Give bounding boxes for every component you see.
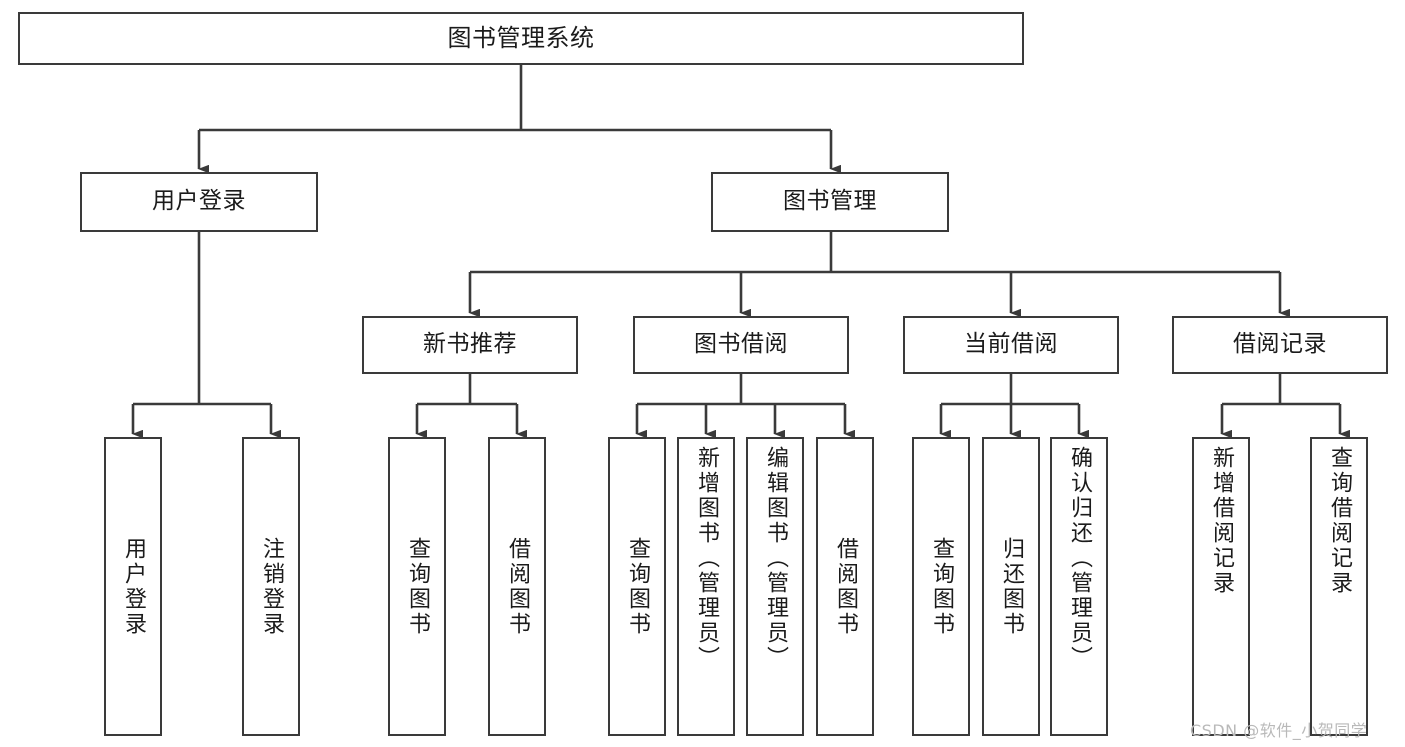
node-borrow-record[interactable]: 借阅记录 [1172, 316, 1388, 374]
node-leaf-query-book-3-label: 查询图书 [929, 536, 954, 637]
node-borrow-record-label: 借阅记录 [1233, 331, 1327, 358]
node-root[interactable]: 图书管理系统 [18, 12, 1024, 65]
node-leaf-query-record[interactable]: 查询借阅记录 [1310, 437, 1368, 736]
node-leaf-query-book-1[interactable]: 查询图书 [388, 437, 446, 736]
csdn-watermark: CSDN @软件_小贺同学 [1190, 721, 1368, 740]
node-current-borrow[interactable]: 当前借阅 [903, 316, 1119, 374]
node-leaf-borrow-book-1[interactable]: 借阅图书 [488, 437, 546, 736]
node-root-label: 图书管理系统 [447, 24, 595, 53]
node-new-book-recommend-label: 新书推荐 [423, 331, 517, 358]
node-user-login-label: 用户登录 [152, 188, 246, 215]
node-leaf-borrow-book-1-label: 借阅图书 [505, 536, 530, 637]
node-leaf-logout-label: 注销登录 [259, 536, 284, 637]
node-leaf-query-book-2-label: 查询图书 [625, 536, 650, 637]
node-leaf-edit-book[interactable]: 编辑图书（管理员） [746, 437, 804, 736]
node-leaf-confirm-return-label: 确认归还（管理员） [1067, 446, 1092, 671]
node-leaf-add-book-label: 新增图书（管理员） [694, 446, 719, 671]
node-leaf-user-login-label: 用户登录 [121, 536, 146, 637]
node-user-login[interactable]: 用户登录 [80, 172, 318, 232]
node-leaf-query-book-2[interactable]: 查询图书 [608, 437, 666, 736]
node-book-manage-label: 图书管理 [783, 188, 877, 215]
node-leaf-add-book[interactable]: 新增图书（管理员） [677, 437, 735, 736]
node-leaf-edit-book-label: 编辑图书（管理员） [763, 446, 788, 671]
node-leaf-add-record-label: 新增借阅记录 [1209, 446, 1234, 596]
node-book-borrow[interactable]: 图书借阅 [633, 316, 849, 374]
node-book-borrow-label: 图书借阅 [694, 331, 788, 358]
node-leaf-query-record-label: 查询借阅记录 [1327, 446, 1352, 596]
node-leaf-logout[interactable]: 注销登录 [242, 437, 300, 736]
node-leaf-confirm-return[interactable]: 确认归还（管理员） [1050, 437, 1108, 736]
node-leaf-return-book-label: 归还图书 [999, 536, 1024, 637]
node-leaf-add-record[interactable]: 新增借阅记录 [1192, 437, 1250, 736]
node-leaf-user-login[interactable]: 用户登录 [104, 437, 162, 736]
node-leaf-borrow-book-2-label: 借阅图书 [833, 536, 858, 637]
node-new-book-recommend[interactable]: 新书推荐 [362, 316, 578, 374]
node-book-manage[interactable]: 图书管理 [711, 172, 949, 232]
node-leaf-query-book-3[interactable]: 查询图书 [912, 437, 970, 736]
node-current-borrow-label: 当前借阅 [964, 331, 1058, 358]
node-leaf-query-book-1-label: 查询图书 [405, 536, 430, 637]
node-leaf-borrow-book-2[interactable]: 借阅图书 [816, 437, 874, 736]
node-leaf-return-book[interactable]: 归还图书 [982, 437, 1040, 736]
